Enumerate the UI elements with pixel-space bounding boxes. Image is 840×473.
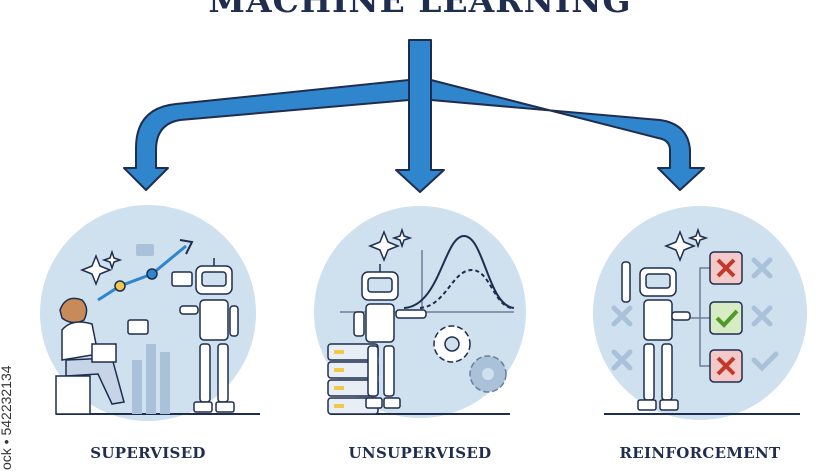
unsupervised-illustration <box>314 206 526 418</box>
left-arrow <box>124 80 409 190</box>
right-arrow <box>431 80 704 190</box>
correct-box <box>710 302 742 334</box>
supervised-label: SUPERVISED <box>28 444 268 462</box>
wrong-box-top <box>710 252 742 284</box>
reinforcement-label: REINFORCEMENT <box>580 444 820 462</box>
split-arrows <box>124 40 704 192</box>
wrong-box-bottom <box>710 350 742 382</box>
unsupervised-label: UNSUPERVISED <box>300 444 540 462</box>
reinforcement-illustration <box>593 206 807 420</box>
center-arrow <box>396 40 444 192</box>
supervised-illustration <box>40 205 260 421</box>
